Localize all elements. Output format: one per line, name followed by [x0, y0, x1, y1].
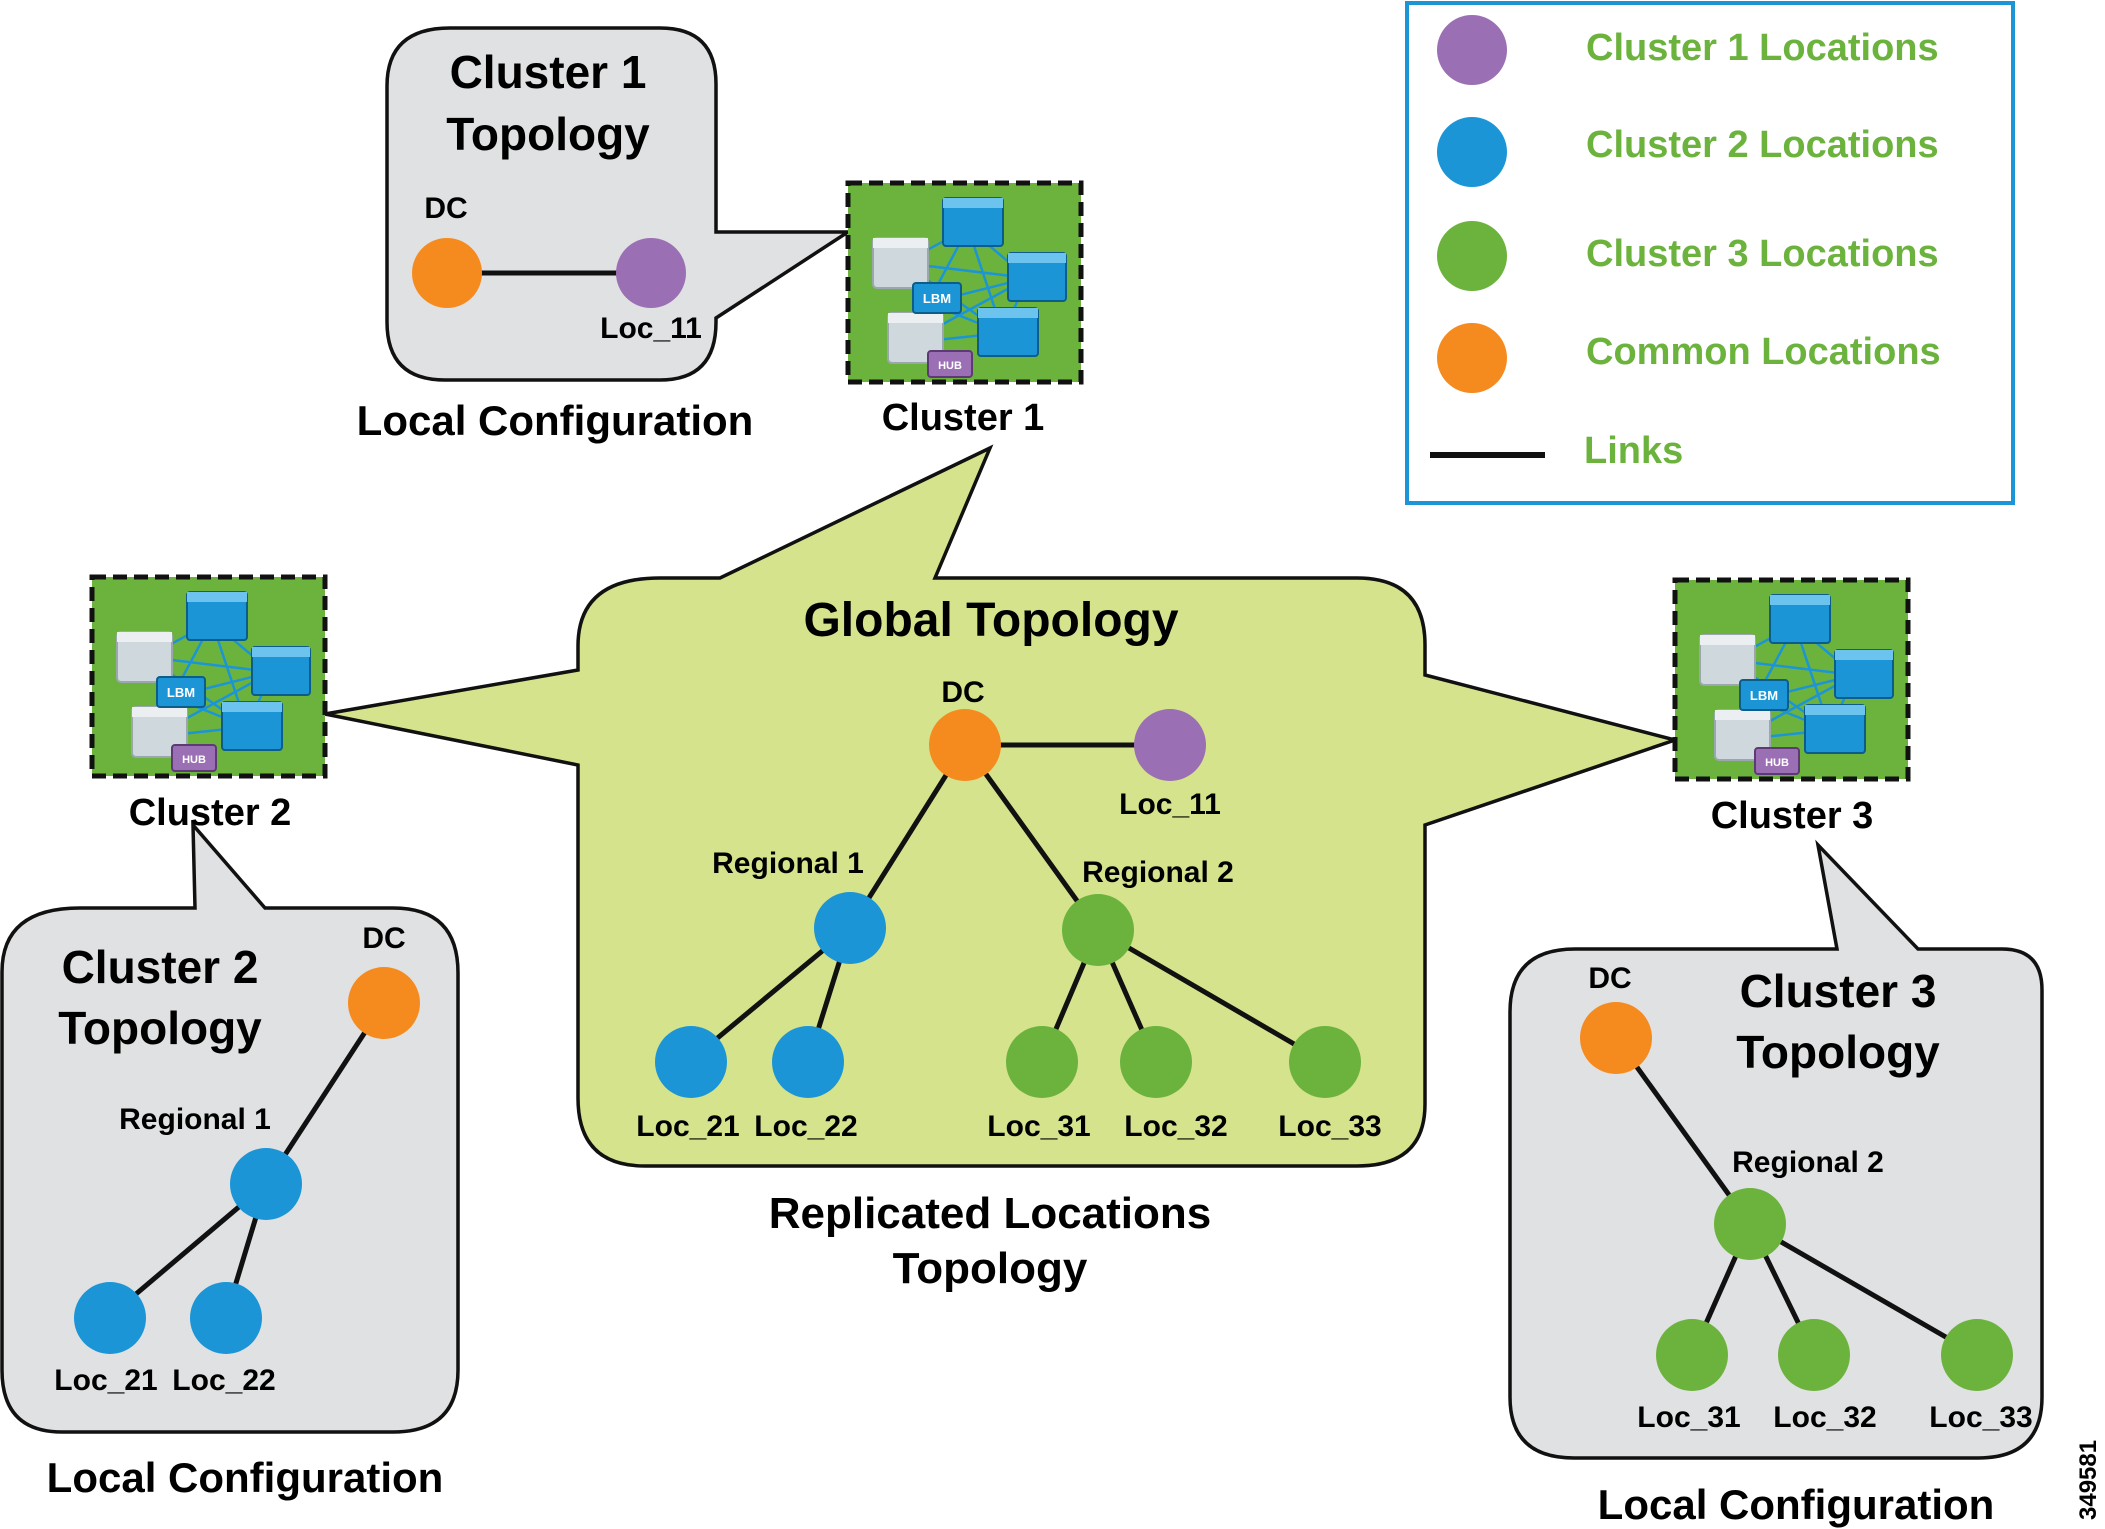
- legend-swatch-cluster1: [1437, 15, 1507, 85]
- global-node-dc: [929, 709, 1001, 781]
- global-node-loc22: [772, 1026, 844, 1098]
- legend: Cluster 1 Locations Cluster 2 Locations …: [1405, 1, 2015, 505]
- cluster3-icon: LBM HUB: [1675, 580, 1908, 779]
- cluster2-hub-label: HUB: [182, 754, 206, 766]
- cluster3-lbm-label: LBM: [1750, 688, 1778, 703]
- cluster1-label-loc11: Loc_11: [600, 312, 702, 345]
- legend-label-links: Links: [1584, 430, 1683, 472]
- cluster3-node-loc31: [1656, 1319, 1728, 1391]
- cluster1-caption: Local Configuration: [357, 397, 754, 444]
- global-node-loc31: [1006, 1026, 1078, 1098]
- global-bubble-shape: [324, 444, 1682, 1168]
- cluster2-caption: Local Configuration: [47, 1454, 444, 1501]
- global-node-loc11: [1134, 709, 1206, 781]
- cluster3-label-loc31: Loc_31: [1637, 1401, 1740, 1434]
- legend-swatch-cluster2: [1437, 117, 1507, 187]
- cluster2-title-line1: Cluster 2: [62, 941, 259, 993]
- global-caption-line2: Topology: [893, 1244, 1088, 1293]
- cluster2-label-loc21: Loc_21: [54, 1364, 157, 1397]
- cluster3-topology-bubble: Cluster 3 Topology DC Regional 2 Loc_31 …: [1508, 839, 2044, 1460]
- cluster3-node-loc33: [1941, 1319, 2013, 1391]
- global-topology-bubble: Global Topology DC Loc_11 Regional 1 Reg…: [324, 444, 1682, 1168]
- global-link-regional2-loc33: [1096, 927, 1327, 1065]
- cluster1-topology-bubble: Cluster 1 Topology DC Loc_11: [385, 26, 854, 382]
- cluster3-link-regional2-loc33: [1748, 1221, 1979, 1358]
- cluster3-node-regional2: [1714, 1188, 1786, 1260]
- cluster2-icon: LBM HUB: [92, 577, 325, 776]
- cluster1-lbm-label: LBM: [923, 291, 951, 306]
- global-node-loc32: [1120, 1026, 1192, 1098]
- cluster2-bubble-shape: [0, 820, 460, 1434]
- global-node-regional1: [814, 892, 886, 964]
- legend-box: [1405, 1, 2015, 505]
- cluster3-node-loc32: [1778, 1319, 1850, 1391]
- cluster1-label-dc: DC: [424, 192, 467, 225]
- cluster2-label-dc: DC: [362, 922, 405, 955]
- global-label-regional1: Regional 1: [712, 847, 864, 880]
- cluster1-node-dc: [412, 238, 482, 308]
- global-node-loc21: [655, 1026, 727, 1098]
- cluster2-label-loc22: Loc_22: [172, 1364, 275, 1397]
- global-caption-line1: Replicated Locations: [769, 1189, 1212, 1238]
- cluster3-link-dc-regional2: [1613, 1036, 1753, 1226]
- legend-label-cluster3: Cluster 3 Locations: [1586, 233, 1939, 275]
- cluster2-node-dc: [348, 967, 420, 1039]
- cluster2-node-loc22: [190, 1282, 262, 1354]
- global-node-regional2: [1062, 894, 1134, 966]
- cluster3-label-loc32: Loc_32: [1773, 1401, 1876, 1434]
- global-link-dc-regional1: [847, 743, 968, 930]
- cluster2-node-regional1: [230, 1148, 302, 1220]
- global-label-regional2: Regional 2: [1082, 856, 1234, 889]
- global-node-loc33: [1289, 1026, 1361, 1098]
- legend-label-common: Common Locations: [1586, 331, 1941, 373]
- global-link-dc-regional2: [962, 743, 1101, 932]
- cluster2-title-line2: Topology: [58, 1002, 262, 1054]
- global-label-loc33: Loc_33: [1278, 1110, 1381, 1143]
- cluster2-lbm-label: LBM: [167, 685, 195, 700]
- cluster1-title-line2: Topology: [446, 108, 650, 160]
- global-label-loc32: Loc_32: [1124, 1110, 1227, 1143]
- cluster3-title-line1: Cluster 3: [1740, 965, 1937, 1017]
- cluster1-title-line1: Cluster 1: [450, 46, 647, 98]
- global-label-loc31: Loc_31: [987, 1110, 1090, 1143]
- cluster1-label: Cluster 1: [882, 397, 1045, 439]
- figure-id: 349581: [2075, 1440, 2102, 1520]
- cluster3-label-dc: DC: [1588, 962, 1631, 995]
- cluster3-hub-label: HUB: [1765, 757, 1789, 769]
- global-label-loc22: Loc_22: [754, 1110, 857, 1143]
- cluster3-title-line2: Topology: [1736, 1026, 1940, 1078]
- cluster3-node-dc: [1580, 1002, 1652, 1074]
- global-label-loc21: Loc_21: [636, 1110, 739, 1143]
- global-label-loc11: Loc_11: [1119, 788, 1221, 821]
- cluster2-link-dc-regional1: [263, 1001, 387, 1186]
- legend-swatch-common: [1437, 323, 1507, 393]
- cluster2-topology-bubble: Cluster 2 Topology DC Regional 1 Loc_21 …: [0, 820, 460, 1434]
- cluster2-label-regional1: Regional 1: [119, 1103, 271, 1136]
- cluster2-label: Cluster 2: [129, 792, 292, 834]
- cluster1-bubble-shape: [385, 26, 854, 382]
- legend-label-cluster2: Cluster 2 Locations: [1586, 124, 1939, 166]
- global-title: Global Topology: [803, 594, 1178, 647]
- cluster1-hub-label: HUB: [938, 360, 962, 372]
- cluster1-icon: LBM HUB: [848, 183, 1081, 382]
- cluster1-node-loc11: [616, 238, 686, 308]
- cluster3-label-regional2: Regional 2: [1732, 1146, 1884, 1179]
- cluster3-caption: Local Configuration: [1598, 1481, 1995, 1528]
- legend-label-cluster1: Cluster 1 Locations: [1586, 27, 1939, 69]
- cluster3-label-loc33: Loc_33: [1929, 1401, 2032, 1434]
- global-label-dc: DC: [941, 676, 984, 709]
- cluster3-label: Cluster 3: [1711, 795, 1874, 837]
- cluster3-bubble-shape: [1508, 839, 2044, 1460]
- cluster2-node-loc21: [74, 1282, 146, 1354]
- legend-swatch-cluster3: [1437, 221, 1507, 291]
